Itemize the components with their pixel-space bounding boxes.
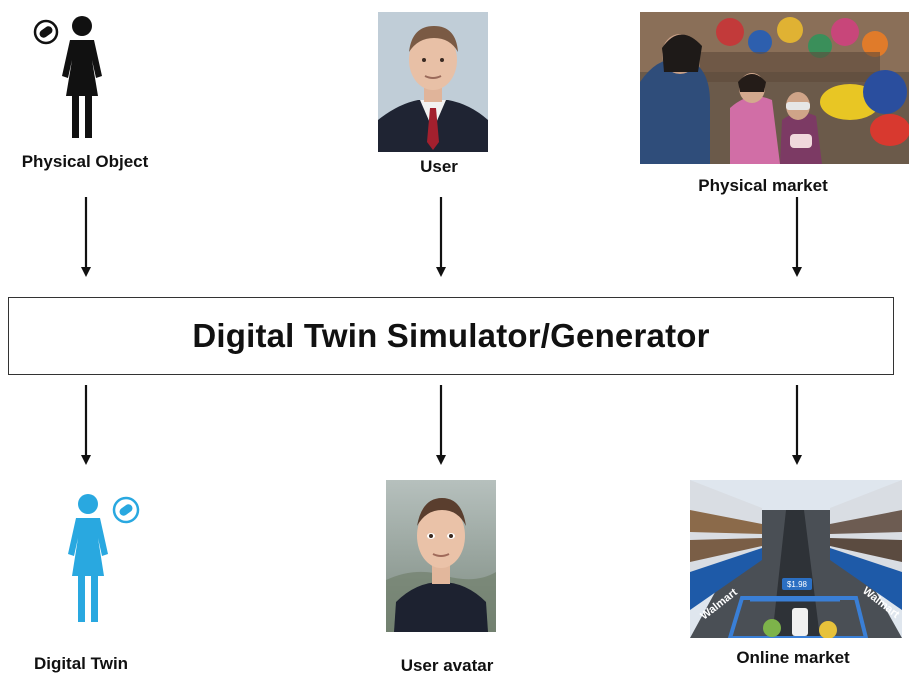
pill-icon	[33, 19, 59, 45]
simulator-title: Digital Twin Simulator/Generator	[192, 317, 710, 354]
digital-twin-label: Digital Twin	[33, 654, 129, 673]
user-label: User	[420, 157, 458, 176]
simulator-box: Digital Twin Simulator/Generator	[8, 297, 894, 375]
online-market-image: Walmart Walmart $1.98	[690, 480, 902, 638]
user-avatar-image	[386, 480, 496, 632]
price-tag: $1.98	[787, 580, 808, 589]
physical-object-label: Physical Object	[21, 152, 149, 171]
online-market-label: Online market	[736, 648, 850, 667]
user-photo	[378, 12, 488, 152]
pill-icon	[112, 496, 140, 524]
physical-market-photo	[640, 12, 909, 164]
woman-icon	[33, 16, 102, 138]
physical-object-figure	[30, 12, 120, 142]
digital-twin-figure	[50, 490, 150, 630]
woman-icon	[68, 494, 140, 622]
physical-market-label: Physical market	[698, 176, 828, 195]
user-avatar-label: User avatar	[400, 656, 494, 675]
